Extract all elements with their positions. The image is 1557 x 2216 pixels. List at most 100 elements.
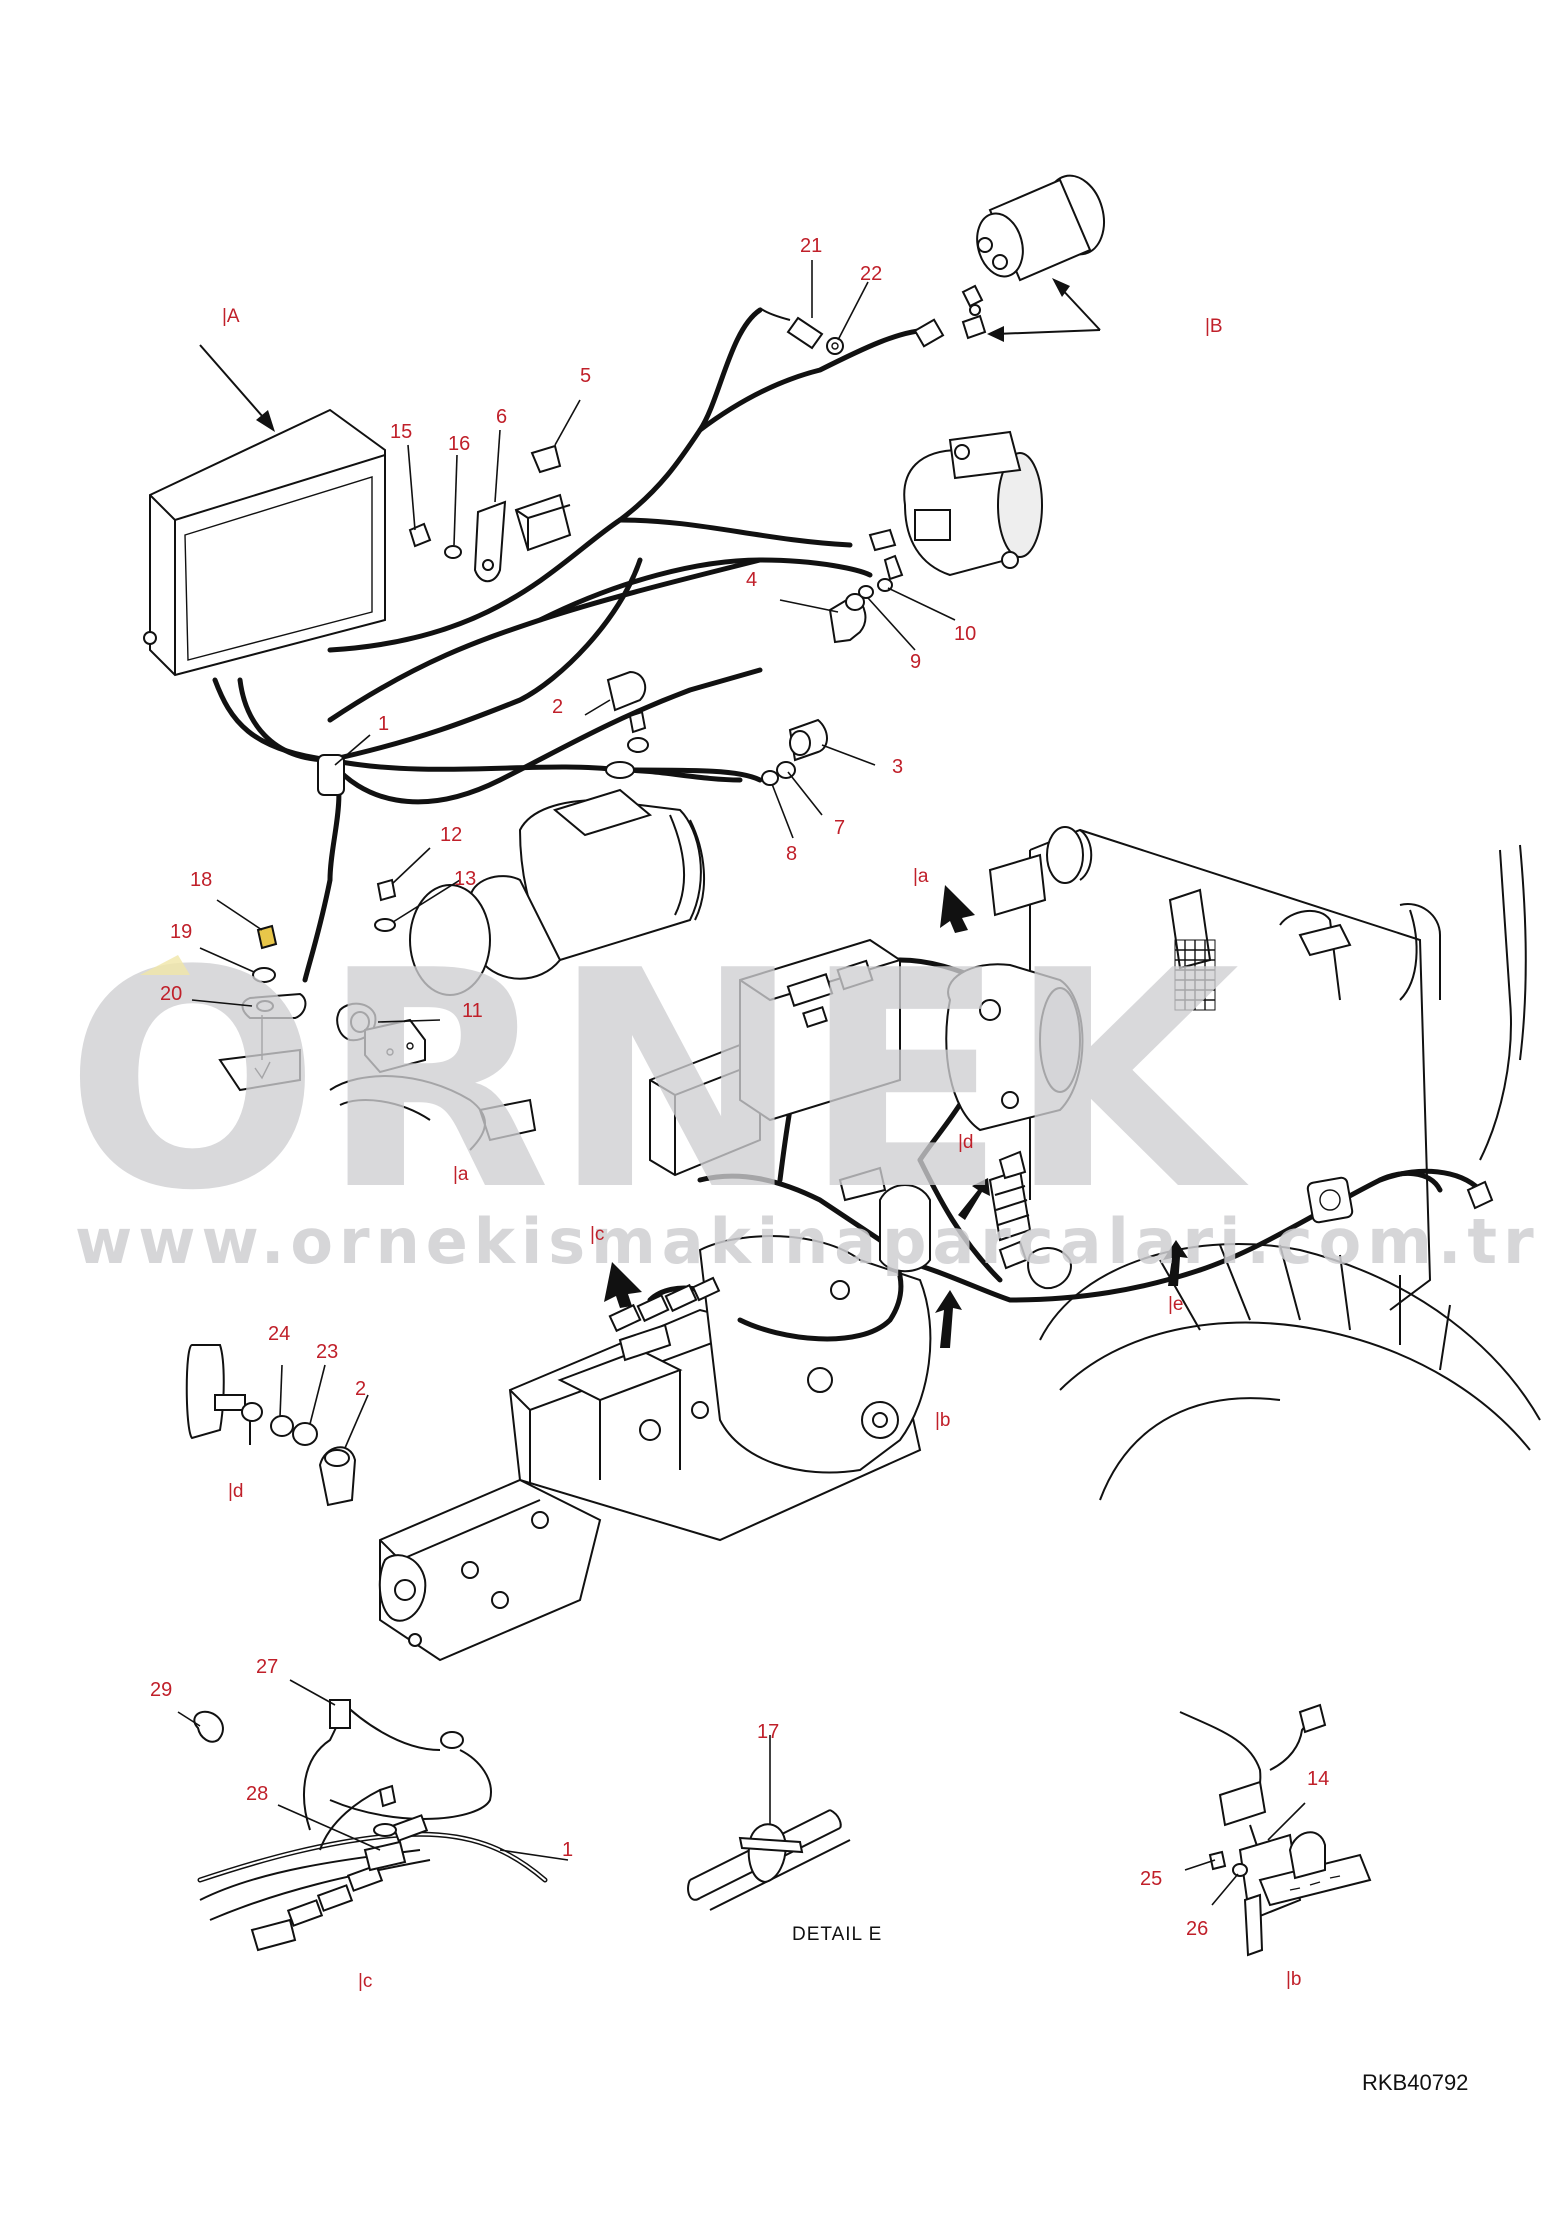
view-label-c: |c	[590, 1224, 604, 1245]
arrow-a	[940, 885, 975, 933]
part-number-28: 28	[246, 1783, 268, 1805]
engine-block	[988, 826, 1527, 1311]
part-number-22: 22	[860, 263, 882, 285]
relay	[514, 493, 572, 552]
alternator-top	[868, 430, 1043, 581]
hydraulic-pump	[378, 1478, 602, 1662]
washer-13	[374, 918, 396, 932]
controller-mid	[649, 1043, 761, 1177]
starter-solenoid	[961, 174, 1105, 340]
arrow-c	[604, 1262, 642, 1308]
transmission-housing	[698, 1235, 932, 1474]
part-number-5: 5	[580, 365, 591, 387]
view-label-B: |B	[1205, 316, 1223, 337]
view-label-b: |b	[935, 1410, 951, 1431]
part-number-17: 17	[757, 1721, 779, 1743]
detail-e-tie	[687, 1809, 851, 1911]
part-number-9: 9	[910, 651, 921, 673]
part-number-29: 29	[150, 1679, 172, 1701]
cap-2-top	[606, 670, 647, 712]
sensor-21	[759, 307, 844, 355]
bolt-washer-stack	[605, 710, 649, 779]
nut-7	[776, 761, 796, 779]
frame-bracket-a	[329, 1075, 537, 1151]
detail-e-label: DETAIL E	[792, 1924, 882, 1945]
part-number-11: 11	[462, 1000, 483, 1022]
bolt-15	[408, 522, 432, 548]
controller-box	[143, 408, 386, 677]
arrow-b	[935, 1290, 962, 1348]
hose-fitting	[838, 1166, 931, 1273]
bracket-6	[473, 500, 507, 583]
part-number-6: 6	[496, 406, 507, 428]
part-number-20: 20	[160, 983, 182, 1005]
filter-mid	[988, 1150, 1032, 1242]
washer-8	[761, 770, 779, 786]
watermark: ORNEK www.ornekismakinaparcalari.com.tr	[65, 907, 1540, 1278]
rear-connector-e	[998, 1176, 1494, 1290]
arrow-d	[958, 1178, 990, 1220]
part-number-16: 16	[448, 433, 470, 455]
part-numbers: 1 2 3 4 5 6 7 8 9 10 11 12 13 14 15 16 1…	[150, 235, 1329, 1940]
detail-b-sensor	[1179, 1703, 1372, 1957]
view-labels: |A |B |a |a |c |d |b |e |d |c |b	[222, 306, 1302, 1992]
washer-19	[252, 967, 276, 983]
drawing-code: RKB40792	[1362, 2070, 1468, 2095]
part-number-27: 27	[256, 1656, 278, 1678]
ground-plate	[218, 1015, 301, 1092]
part-number-1: 1	[378, 713, 389, 735]
part-number-10: 10	[954, 623, 976, 645]
grille-pattern	[1174, 939, 1216, 1011]
part-number-19: 19	[170, 921, 192, 943]
connector-block-c	[608, 1276, 721, 1333]
washer-16	[444, 545, 462, 559]
part-number-1b: 1	[562, 1839, 573, 1861]
callout-leaders	[177, 260, 1306, 1906]
part-number-23: 23	[316, 1341, 338, 1363]
cap-3	[788, 718, 828, 762]
part-number-4: 4	[746, 569, 757, 591]
detail-c-harness	[193, 1699, 548, 1952]
part-number-8: 8	[786, 843, 797, 865]
part-number-25: 25	[1140, 1868, 1162, 1890]
watermark-url: www.ornekismakinaparcalari.com.tr	[75, 1205, 1540, 1278]
view-label-d-detail: |d	[228, 1481, 244, 1502]
part-number-3: 3	[892, 756, 903, 778]
part-number-18: 18	[190, 869, 212, 891]
part-number-2b: 2	[355, 1378, 366, 1400]
view-label-a-top: |a	[913, 866, 929, 887]
part-number-26: 26	[1186, 1918, 1208, 1940]
part-number-2: 2	[552, 696, 563, 718]
part-number-7: 7	[834, 817, 845, 839]
ground-block	[364, 1018, 426, 1074]
arrow-e	[1163, 1240, 1188, 1286]
starter-motor	[409, 788, 705, 996]
view-label-d: |d	[958, 1132, 974, 1153]
fuse-5	[530, 444, 562, 474]
view-label-c-detail: |c	[358, 1971, 372, 1992]
watermark-brand: ORNEK	[65, 907, 1251, 1256]
part-number-15: 15	[390, 421, 412, 443]
relay-bracket-mid	[739, 938, 901, 1122]
view-label-A: |A	[222, 306, 240, 327]
part-number-24: 24	[268, 1323, 290, 1345]
view-label-b-detail: |b	[1286, 1969, 1302, 1990]
bolt-12	[376, 878, 397, 902]
nut-9	[858, 585, 874, 599]
connector-top	[913, 318, 945, 348]
tire	[1039, 1243, 1541, 1501]
view-label-a-left: |a	[453, 1164, 469, 1185]
part-number-14: 14	[1307, 1768, 1329, 1790]
harness-clamp	[317, 754, 345, 796]
leader-A	[199, 344, 271, 426]
cap-4	[828, 593, 867, 644]
leader-B2	[994, 329, 1101, 335]
part-number-12: 12	[440, 824, 462, 846]
bolt-18	[256, 924, 278, 950]
part-number-21: 21	[800, 235, 822, 257]
main-harness-wires	[212, 307, 933, 983]
detail-d-bracket	[185, 1344, 357, 1507]
alternator-mid	[945, 963, 1084, 1132]
